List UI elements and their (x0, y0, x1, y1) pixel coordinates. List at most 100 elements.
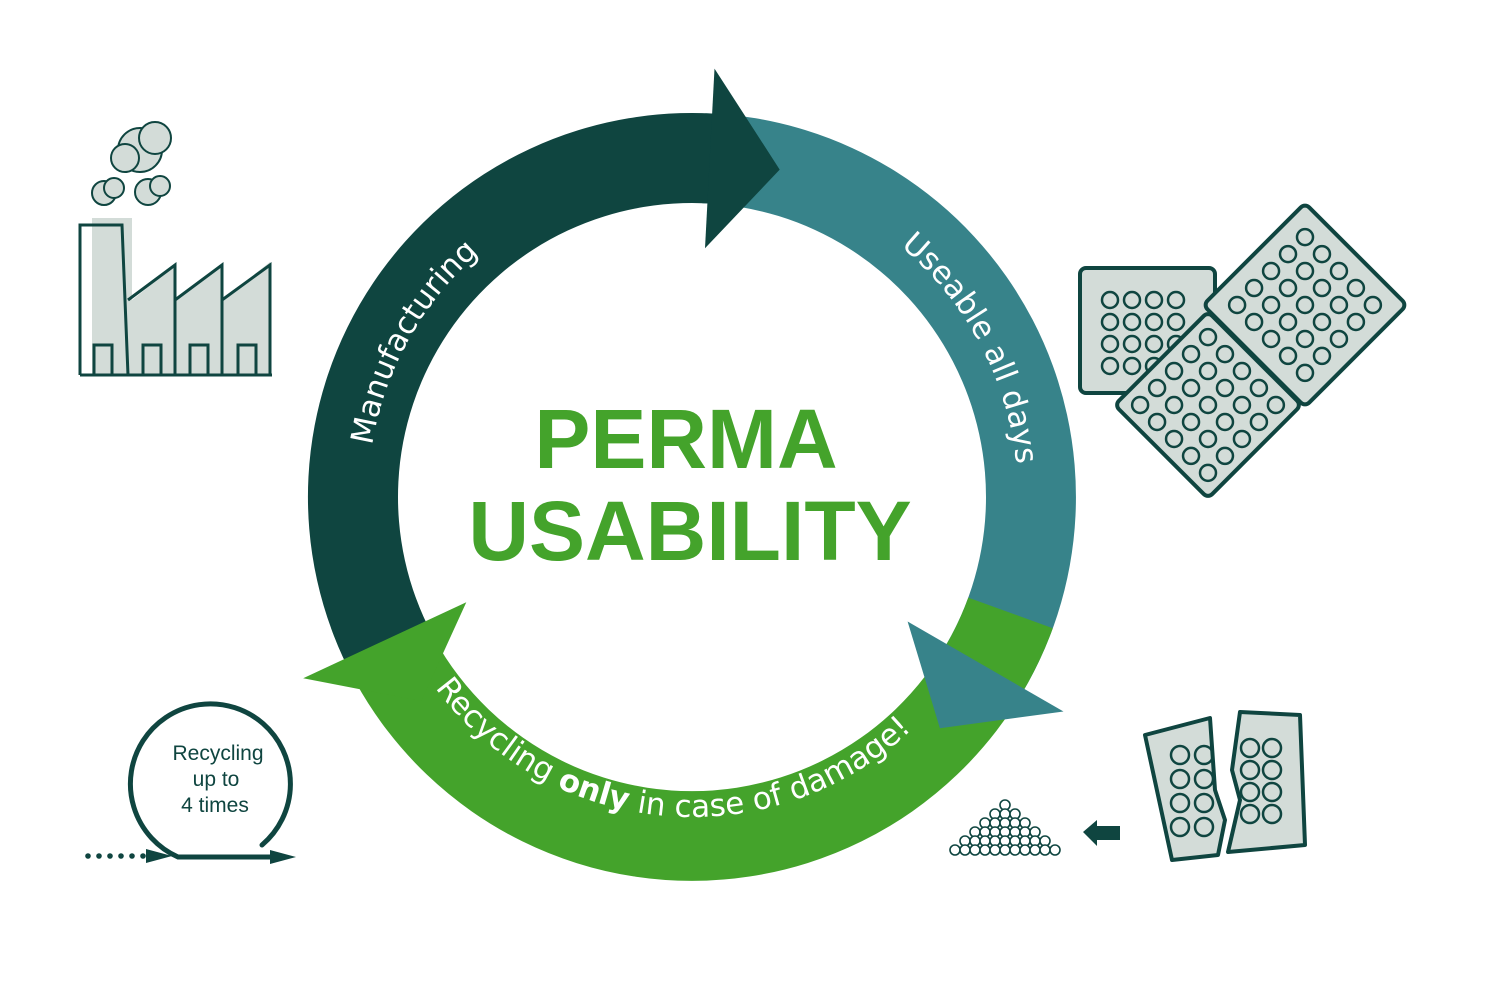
tile-hole (1312, 278, 1332, 298)
tile-hole (1346, 312, 1366, 332)
tile-hole (1198, 395, 1218, 415)
tile-hole (1295, 227, 1315, 247)
tile-hole (1312, 346, 1332, 366)
tile-hole (1266, 395, 1286, 415)
pellet (969, 844, 981, 856)
tile-hole (1232, 429, 1252, 449)
recycling-arrowhead (303, 602, 467, 701)
tile-hole (1239, 803, 1261, 825)
tile-hole (1363, 295, 1383, 315)
pellet (1039, 844, 1051, 856)
pellet (999, 844, 1011, 856)
tile-hole (1215, 378, 1235, 398)
tile-hole (1261, 803, 1283, 825)
tile-hole (1244, 278, 1264, 298)
tile-hole (1164, 361, 1184, 381)
tile-hole (1261, 781, 1283, 803)
tile-hole (1169, 816, 1191, 838)
tile-hole (1147, 378, 1167, 398)
tile-hole (1295, 261, 1315, 281)
factory-icon (78, 121, 272, 377)
tile-hole (1215, 412, 1235, 432)
tile-hole (1244, 312, 1264, 332)
tile-hole (1329, 295, 1349, 315)
pellet (1029, 844, 1041, 856)
tile-hole (1181, 412, 1201, 432)
tile-hole (1193, 768, 1215, 790)
tile-hole (1346, 278, 1366, 298)
tile-hole (1295, 363, 1315, 383)
tile-hole (1312, 244, 1332, 264)
tile-hole (1329, 261, 1349, 281)
tile-hole (1261, 329, 1281, 349)
tile-hole (1227, 295, 1247, 315)
tile-hole (1198, 463, 1218, 483)
useable-band (702, 113, 1076, 707)
tile-hole (1122, 312, 1142, 332)
recycling-band (331, 597, 1053, 881)
pellet (989, 844, 1001, 856)
tile-hole (1169, 768, 1191, 790)
tile-hole (1278, 346, 1298, 366)
tile-hole (1166, 290, 1186, 310)
tile-hole (1181, 378, 1201, 398)
tile-hole (1232, 395, 1252, 415)
tile-hole (1312, 312, 1332, 332)
manufacturing-band (307, 112, 733, 678)
manufacturing-arrowhead (705, 68, 780, 249)
tile-hole (1249, 378, 1269, 398)
tile-hole (1100, 290, 1120, 310)
arrow-left-icon (1083, 820, 1120, 846)
tile-hole (1278, 244, 1298, 264)
tile-hole (1193, 744, 1215, 766)
tile-hole (1164, 395, 1184, 415)
tile-hole (1122, 290, 1142, 310)
useable-arrowhead (907, 621, 1064, 729)
tiles-icon (1078, 203, 1407, 498)
tile-hole (1144, 290, 1164, 310)
pellet (959, 844, 971, 856)
tile-hole (1193, 816, 1215, 838)
tile-hole (1193, 792, 1215, 814)
tile-hole (1144, 334, 1164, 354)
pellet (979, 844, 991, 856)
tile-hole (1295, 329, 1315, 349)
tile-hole (1181, 446, 1201, 466)
tile-hole (1144, 312, 1164, 332)
title-line2: USABILITY (468, 484, 911, 578)
tile-hole (1100, 356, 1120, 376)
tile-hole (1147, 412, 1167, 432)
broken-tile-icon (1143, 710, 1307, 862)
tile-hole (1261, 737, 1283, 759)
title-line1: PERMA (534, 392, 837, 486)
tile-hole (1198, 361, 1218, 381)
pellet (1009, 844, 1021, 856)
tile-hole (1261, 261, 1281, 281)
tile-hole (1249, 412, 1269, 432)
tile-hole (1261, 759, 1283, 781)
tile-hole (1239, 781, 1261, 803)
tile-hole (1122, 334, 1142, 354)
tile-hole (1100, 312, 1120, 332)
tile-hole (1278, 312, 1298, 332)
tile-hole (1166, 312, 1186, 332)
recycle-note-line3: 4 times (181, 794, 249, 817)
tile-hole (1329, 329, 1349, 349)
tile-hole (1122, 356, 1142, 376)
tile-hole (1215, 446, 1235, 466)
tile-hole (1169, 792, 1191, 814)
tile-hole (1239, 759, 1261, 781)
tile-hole (1169, 744, 1191, 766)
tile-hole (1100, 334, 1120, 354)
tile-hole (1239, 737, 1261, 759)
tile-hole (1261, 295, 1281, 315)
recycle-note-line1: Recycling (172, 742, 263, 765)
tile-hole (1164, 429, 1184, 449)
pellet (1019, 844, 1031, 856)
tile-hole (1130, 395, 1150, 415)
pellet (949, 844, 961, 856)
tile-hole (1278, 278, 1298, 298)
tile-hole (1232, 361, 1252, 381)
tile-hole (1215, 344, 1235, 364)
